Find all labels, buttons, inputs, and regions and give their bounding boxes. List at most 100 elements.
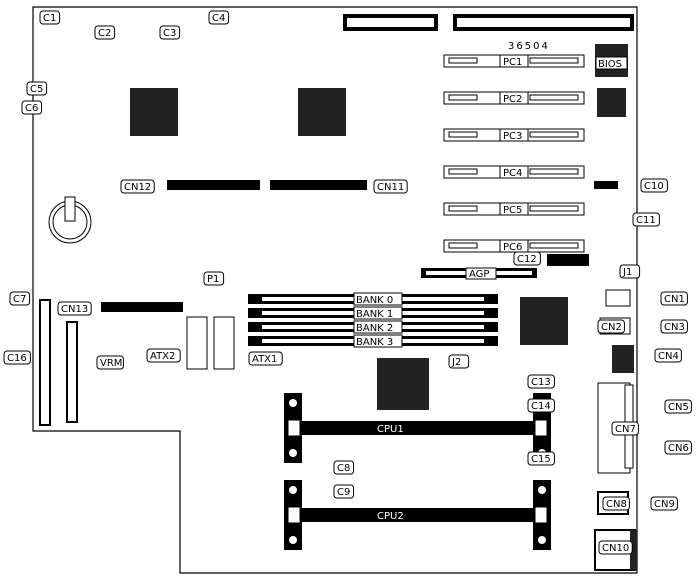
port-cn1 (605, 289, 631, 307)
label-atx2-tag (146, 348, 181, 363)
label-c14: C14 (531, 401, 551, 412)
pci-slot-label: PC6 (503, 242, 522, 253)
label-cn5: CN5 (668, 402, 689, 413)
label-c14-tag (527, 398, 555, 413)
cpu-slot-label: CPU2 (377, 511, 404, 522)
label-atx2: ATX2 (150, 351, 175, 362)
label-cn1-tag (660, 291, 688, 306)
label-c7: C7 (13, 294, 26, 305)
label-j2: J2 (451, 357, 461, 368)
label-p1-tag (203, 271, 225, 286)
label-cn6-tag (664, 440, 692, 455)
label-c10-tag (640, 178, 668, 193)
pci-slot-label: PC3 (503, 131, 522, 142)
label-c2-tag (94, 25, 116, 40)
memory-bank-label: BANK 3 (356, 337, 393, 348)
header-cn11 (270, 180, 367, 190)
label-c15-tag (527, 451, 555, 466)
label-c6: C6 (25, 103, 38, 114)
label-cn2-tag (597, 319, 625, 334)
label-c12-tag (513, 251, 541, 266)
battery (48, 196, 92, 244)
label-c9-tag (333, 484, 355, 499)
label-cn11-tag (373, 179, 408, 194)
label-c16-tag (3, 350, 31, 365)
label-c15: C15 (531, 454, 551, 465)
label-c11-tag (632, 212, 660, 227)
label-c1-tag (39, 10, 61, 25)
connector-c16 (39, 299, 51, 426)
label-vrm: VRM (100, 358, 122, 369)
label-c2: C2 (98, 28, 111, 39)
label-c13-tag (527, 374, 555, 389)
label-cn1: CN1 (664, 294, 685, 305)
label-c11: C11 (636, 215, 656, 226)
label-cn4-tag (654, 348, 682, 363)
pci-slot-label: PC5 (503, 205, 522, 216)
chipset-left (130, 88, 178, 136)
connector-vrm (66, 321, 78, 423)
label-j1: J1 (622, 267, 632, 278)
label-cn8-tag (602, 496, 630, 511)
bios-chip-2 (597, 88, 626, 117)
label-c5: C5 (30, 84, 43, 95)
label-cn10: CN10 (602, 543, 629, 554)
header-c12 (547, 254, 589, 266)
label-atx1: ATX1 (252, 354, 277, 365)
chipset-right (520, 297, 568, 345)
chipset-lower (377, 358, 429, 410)
label-c9: C9 (337, 487, 350, 498)
memory-bank-label: BANK 2 (356, 323, 393, 334)
label-c1: C1 (43, 13, 56, 24)
label-cn2: CN2 (601, 322, 622, 333)
pci-slot-label: PC2 (503, 94, 522, 105)
port-c10 (594, 181, 618, 189)
cpu-slot-label: CPU1 (377, 424, 404, 435)
label-cn11: CN11 (377, 182, 404, 193)
label-c3-tag (159, 25, 181, 40)
label-c3: C3 (163, 28, 176, 39)
label-cn3: CN3 (664, 322, 685, 333)
label-c4: C4 (212, 13, 225, 24)
cpu-slot (300, 508, 535, 522)
bios-label: BIOS (598, 59, 622, 70)
label-cn3-tag (660, 319, 688, 334)
header-cn12 (167, 180, 260, 190)
label-cn13-tag (57, 301, 92, 316)
label-cn12: CN12 (124, 182, 151, 193)
memory-bank-label: BANK 0 (356, 295, 393, 306)
label-cn10-tag (598, 540, 633, 555)
label-j1-tag (619, 264, 641, 279)
board-code: 36504 (508, 41, 550, 52)
label-cn7: CN7 (615, 424, 636, 435)
pci-slot-label: PC4 (503, 168, 522, 179)
label-c8: C8 (337, 463, 350, 474)
label-c7-tag (9, 291, 31, 306)
label-cn9-tag (650, 496, 678, 511)
atx2-connector (186, 316, 208, 370)
label-c8-tag (333, 460, 355, 475)
label-cn9: CN9 (654, 499, 675, 510)
chipset-middle (298, 88, 346, 136)
label-c16: C16 (7, 353, 27, 364)
label-c13: C13 (531, 377, 551, 388)
label-c4-tag (208, 10, 230, 25)
cpu-slot (300, 421, 535, 435)
agp-label: AGP (469, 269, 489, 280)
header-cn13 (101, 302, 183, 312)
label-vrm-tag (96, 355, 124, 370)
label-cn12-tag (120, 179, 155, 194)
label-j2-tag (448, 354, 470, 369)
label-c12: C12 (517, 254, 537, 265)
label-cn6: CN6 (668, 443, 689, 454)
label-cn5-tag (664, 399, 692, 414)
label-cn8: CN8 (606, 499, 627, 510)
label-atx1-tag (248, 351, 283, 366)
label-c5-tag (26, 81, 48, 96)
label-cn13: CN13 (61, 304, 88, 315)
